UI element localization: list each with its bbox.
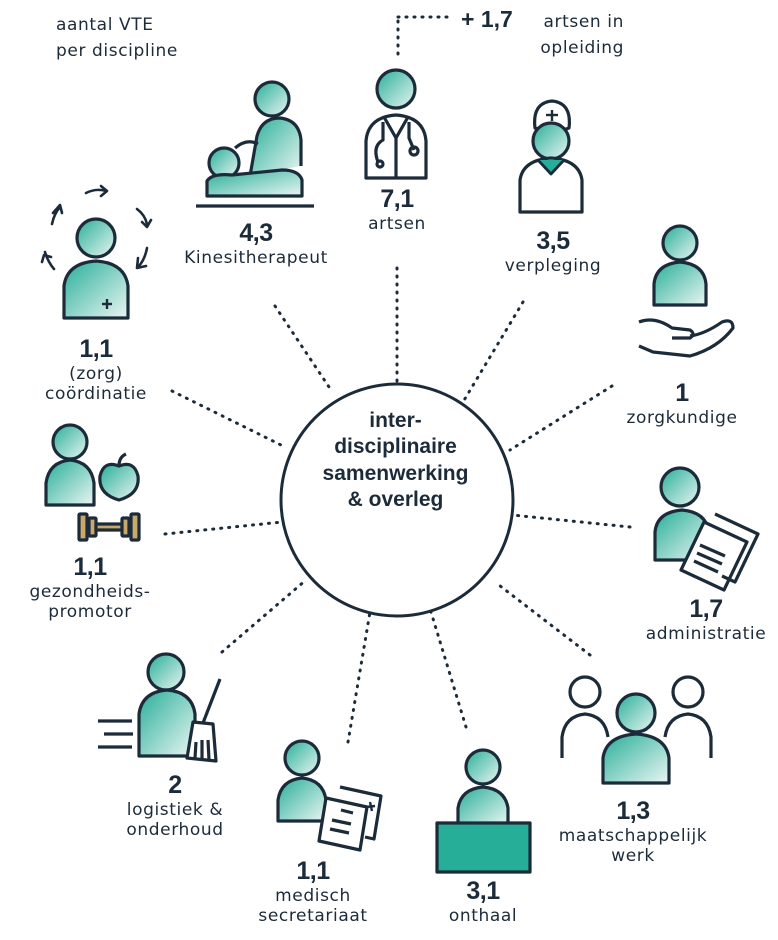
discipline-value: 1,7 xyxy=(689,595,723,623)
caring-hand-icon xyxy=(638,224,735,358)
discipline-name: medisch xyxy=(275,886,351,906)
artsen-extra-line1: artsen in xyxy=(543,12,624,32)
discipline-label-zorgkundige: 1 zorgkundige xyxy=(626,378,737,428)
legend-line2: per discipline xyxy=(56,41,178,62)
apple-dumbbell-icon xyxy=(44,423,141,542)
secretary-document-icon xyxy=(276,739,383,852)
discipline-label-administratie: 1,7 administratie xyxy=(646,594,767,644)
document-icon xyxy=(653,466,760,592)
discipline-value: 1,1 xyxy=(296,857,330,885)
center-circle xyxy=(279,382,515,618)
discipline-label-coordinatie: 1,1 (zorg) coördinatie xyxy=(45,334,147,405)
center-line4: & overleg xyxy=(347,487,444,511)
discipline-name: artsen xyxy=(368,214,426,234)
discipline-name-2: werk xyxy=(611,846,655,867)
legend: aantal VTE per discipline xyxy=(56,12,178,65)
discipline-name-2: secretariaat xyxy=(258,906,368,927)
discipline-label-verpleging: 3,5 verpleging xyxy=(505,226,602,276)
center-label: inter- disciplinaire samenwerking & over… xyxy=(283,408,508,513)
discipline-value: 1 xyxy=(675,379,689,407)
nurse-icon xyxy=(518,99,584,214)
discipline-label-kinesitherapeut: 4,3 Kinesitherapeut xyxy=(184,218,328,268)
discipline-name: (zorg) xyxy=(69,364,123,384)
connector-lines xyxy=(163,15,632,744)
discipline-name-2: onderhoud xyxy=(126,820,224,841)
discipline-value: 1,1 xyxy=(73,553,107,581)
discipline-value: 4,3 xyxy=(239,219,273,247)
center-line3: samenwerking xyxy=(322,461,469,485)
artsen-extra-value: + 1,7 xyxy=(461,6,513,32)
group-icon xyxy=(560,675,713,785)
discipline-label-gezondheidspromotor: 1,1 gezondheids- promotor xyxy=(29,552,150,623)
discipline-name: gezondheids- xyxy=(29,582,151,602)
reception-desk-icon xyxy=(435,748,532,874)
massage-icon xyxy=(196,80,314,208)
discipline-name: zorgkundige xyxy=(626,408,738,428)
broom-icon xyxy=(98,652,222,763)
artsen-extra-line2: opleiding xyxy=(540,37,624,58)
discipline-label-artsen: 7,1 artsen xyxy=(368,184,426,234)
discipline-name: logistiek & xyxy=(126,800,224,820)
discipline-name-2: promotor xyxy=(48,602,132,623)
discipline-value: 7,1 xyxy=(380,185,414,213)
center-line2: disciplinaire xyxy=(334,435,457,459)
doctor-icon xyxy=(364,68,428,180)
discipline-name: administratie xyxy=(645,624,767,644)
discipline-name: verpleging xyxy=(504,256,602,276)
discipline-value: 1,3 xyxy=(616,797,650,825)
discipline-value: 2 xyxy=(168,771,182,799)
discipline-label-logistiek: 2 logistiek & onderhoud xyxy=(126,770,223,841)
discipline-value: 1,1 xyxy=(79,335,113,363)
coordination-cycle-icon xyxy=(40,184,153,320)
discipline-label-medisch-secretariaat: 1,1 medisch secretariaat xyxy=(258,856,367,927)
discipline-name-2: coördinatie xyxy=(45,384,147,405)
discipline-value: 3,1 xyxy=(466,877,500,905)
center-line1: inter- xyxy=(369,409,422,432)
legend-line1: aantal VTE xyxy=(56,15,154,35)
artsen-extra-text: artsen in opleiding xyxy=(524,10,624,61)
discipline-label-onthaal: 3,1 onthaal xyxy=(449,876,517,926)
discipline-name: onthaal xyxy=(448,906,518,926)
discipline-value: 3,5 xyxy=(536,227,570,255)
discipline-label-maatschappelijk-werk: 1,3 maatschappelijk werk xyxy=(559,796,708,867)
discipline-name: maatschappelijk xyxy=(558,826,708,846)
discipline-name: Kinesitherapeut xyxy=(184,248,328,268)
